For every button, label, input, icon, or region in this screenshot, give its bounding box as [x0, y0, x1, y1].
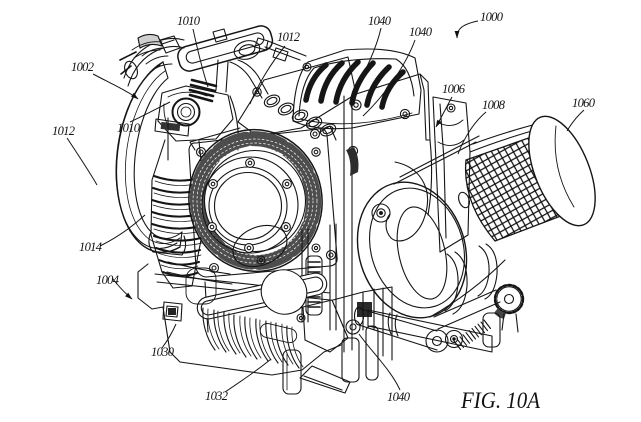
svg-text:1040: 1040 — [368, 14, 392, 28]
svg-text:1010: 1010 — [177, 14, 201, 28]
svg-text:1040: 1040 — [387, 390, 411, 404]
svg-text:FIG. 10A: FIG. 10A — [460, 388, 541, 413]
svg-text:1012: 1012 — [277, 30, 300, 44]
svg-text:1012: 1012 — [52, 124, 75, 138]
svg-text:1014: 1014 — [79, 240, 102, 254]
svg-text:1032: 1032 — [205, 389, 228, 403]
svg-text:1002: 1002 — [71, 60, 94, 74]
svg-text:1030: 1030 — [151, 345, 175, 359]
svg-text:1000: 1000 — [480, 10, 504, 24]
svg-text:1040: 1040 — [409, 25, 433, 39]
svg-text:1010: 1010 — [117, 121, 141, 135]
svg-text:1004: 1004 — [96, 273, 119, 287]
svg-text:1008: 1008 — [482, 98, 506, 112]
svg-text:1060: 1060 — [572, 96, 596, 110]
svg-text:1006: 1006 — [442, 82, 466, 96]
